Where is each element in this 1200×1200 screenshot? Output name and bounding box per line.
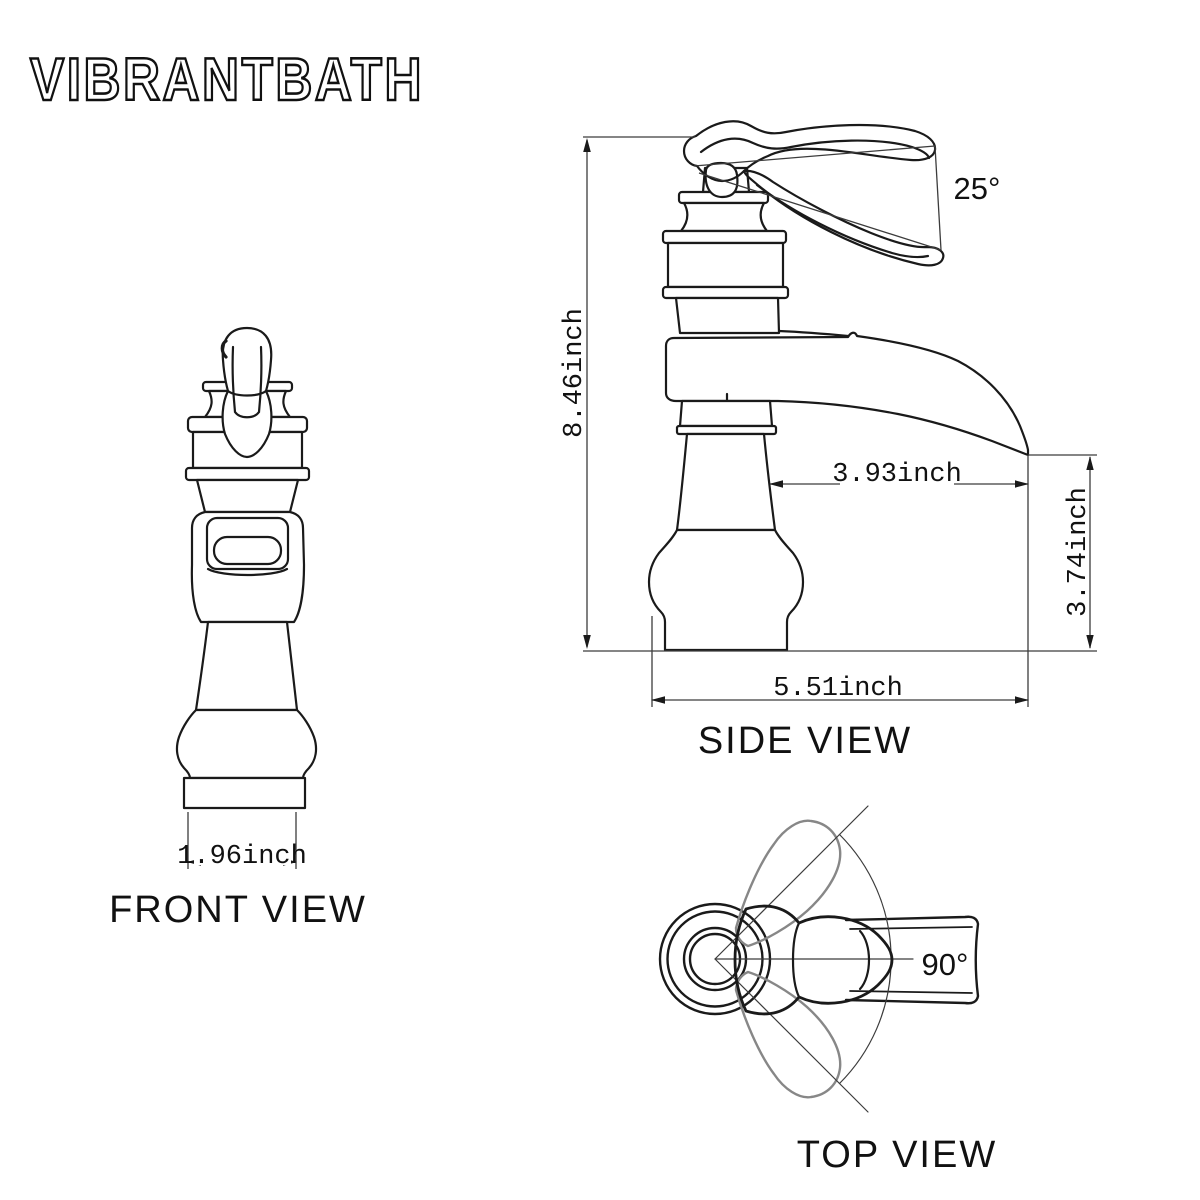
front-handle-grip (221, 326, 273, 459)
front-view-drawing (175, 326, 318, 810)
side-dimension-group (583, 136, 1097, 707)
front-base-width-dim: 1.96inch (177, 842, 307, 872)
arrow-up-icon (1086, 456, 1094, 470)
front-view-label: FRONT VIEW (109, 889, 367, 931)
side-handle-angle-dim: 25° (954, 171, 1001, 206)
arrow-left-icon (769, 480, 783, 488)
ghost-handle-up (734, 819, 842, 948)
side-spout-reach-dim: 3.93inch (832, 460, 962, 490)
front-base-flare (175, 708, 318, 780)
arrow-up-icon (583, 138, 591, 152)
front-cap-lip (184, 466, 311, 482)
swivel-diagonal-up (714, 805, 869, 960)
side-spout-height-dim: 3.74inch (1064, 487, 1094, 617)
front-base-foot (182, 776, 307, 810)
side-cap (666, 241, 785, 289)
side-spout-ledge (777, 329, 850, 338)
side-view-label: SIDE VIEW (698, 720, 912, 762)
side-view-drawing (647, 120, 1030, 652)
side-column-flange (675, 424, 778, 436)
brand-logo: VIBRANTBATH (30, 46, 424, 113)
top-view-drawing (658, 805, 980, 1113)
top-handle-inner-lines (791, 921, 870, 999)
top-swivel-angle-dim: 90° (922, 947, 969, 982)
front-neck (195, 478, 300, 514)
side-spout (664, 331, 1030, 457)
top-handle (733, 904, 894, 1016)
side-handle-lowered-inner (755, 183, 930, 259)
front-panel-lip (206, 567, 289, 577)
reach-dim-text-mask (840, 461, 954, 485)
arrow-right-icon (1015, 480, 1029, 488)
side-flange-lower (661, 285, 790, 300)
front-waterfall-slot (212, 535, 283, 566)
side-handle-raised-inner (699, 137, 931, 160)
front-column (194, 620, 299, 712)
front-ext-lines (187, 812, 297, 869)
top-view-label: TOP VIEW (797, 1134, 997, 1176)
side-bell (679, 201, 769, 233)
front-spout-panel (205, 516, 290, 571)
side-flange-mid (661, 229, 788, 245)
side-total-height-dim: 8.46inch (560, 308, 590, 438)
side-column-neck (678, 399, 774, 428)
front-grip-face-lines (226, 345, 268, 419)
depth-dim-text-mask (780, 676, 896, 699)
arrow-right-icon (1015, 696, 1029, 704)
ghost-handle-down (734, 970, 842, 1099)
side-dim-arrows (583, 138, 1094, 704)
front-dim-text-mask (194, 843, 291, 865)
swivel-diagonal-down (714, 958, 869, 1113)
side-column (675, 432, 777, 532)
handle-angle-construction-lines (693, 145, 942, 251)
arrow-down-icon (583, 635, 591, 649)
side-neck (674, 296, 781, 335)
side-base-depth-dim: 5.51inch (773, 674, 903, 704)
arrow-down-icon (1086, 635, 1094, 649)
front-grip-beak (220, 339, 228, 359)
top-spout-tube (844, 915, 980, 1005)
arrow-left-icon (651, 696, 665, 704)
side-base-flare (647, 528, 805, 652)
